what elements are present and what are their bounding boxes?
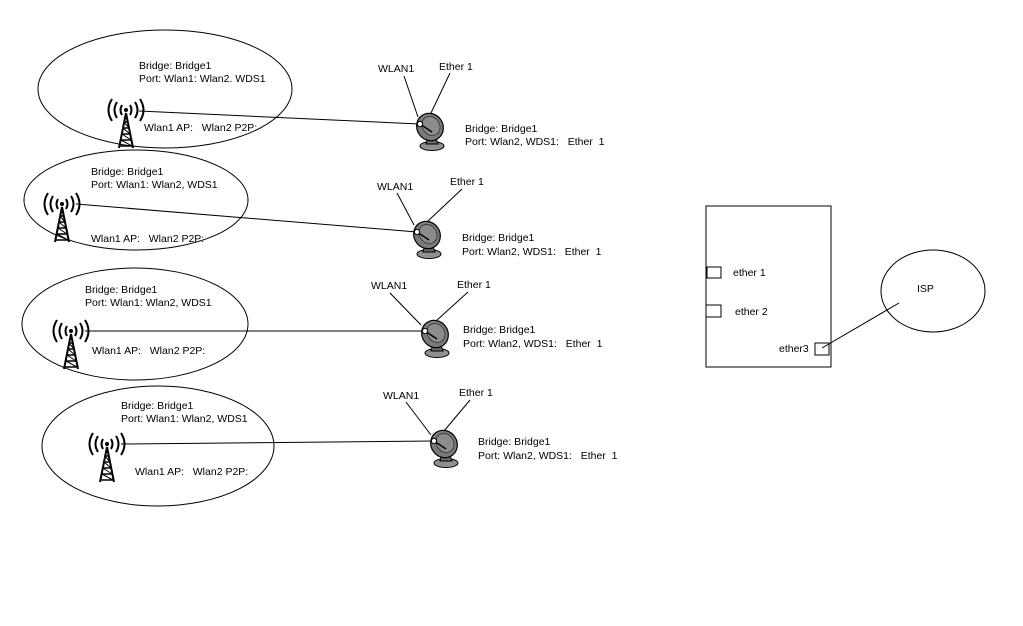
isp-uplink bbox=[821, 302, 900, 349]
client-4-ports-label: Port: Wlan2, WDS1: Ether 1 bbox=[478, 450, 618, 462]
wireless-link-2 bbox=[75, 203, 418, 233]
ap-site-4-boundary bbox=[41, 385, 275, 507]
router-port-ether1-label: ether 1 bbox=[733, 267, 766, 279]
ap-site-1-modes-label: Wlan1 AP: Wlan2 P2P: bbox=[144, 122, 257, 134]
ap-site-3: Bridge: Bridge1 Port: Wlan1: Wlan2, WDS1… bbox=[21, 267, 249, 381]
satellite-dish-icon bbox=[415, 314, 455, 359]
client-3-bridge-label: Bridge: Bridge1 bbox=[463, 324, 536, 336]
client-1-wlan-label: WLAN1 bbox=[378, 63, 414, 75]
antenna-tower-icon bbox=[88, 432, 126, 483]
antenna-tower-icon bbox=[107, 98, 145, 149]
ap-site-1: Bridge: Bridge1 Port: Wlan1: Wlan2. WDS1… bbox=[37, 29, 293, 149]
ap-site-4: Bridge: Bridge1 Port: Wlan1: Wlan2, WDS1… bbox=[41, 385, 275, 507]
router-port-ether2-label: ether 2 bbox=[735, 306, 768, 318]
client-4: WLAN1 Ether 1 Bridge: Bridge1 Port: Wlan… bbox=[383, 387, 618, 469]
ap-site-2: Bridge: Bridge1 Port: Wlan1: Wlan2, WDS1… bbox=[23, 149, 249, 251]
satellite-dish-icon bbox=[407, 215, 447, 260]
client-1-ether-label: Ether 1 bbox=[439, 61, 473, 73]
antenna-tower-icon bbox=[52, 319, 90, 370]
router-port-ether3-label: ether3 bbox=[779, 343, 809, 355]
client-1-ether-pointer bbox=[430, 72, 451, 114]
client-3-wlan-pointer bbox=[389, 292, 422, 326]
router-port-ether3 bbox=[814, 342, 830, 356]
ap-site-3-bridge-label: Bridge: Bridge1 bbox=[85, 284, 158, 296]
router-box bbox=[705, 205, 832, 368]
ap-site-4-ports-label: Port: Wlan1: Wlan2, WDS1 bbox=[121, 413, 248, 425]
client-4-wlan-label: WLAN1 bbox=[383, 390, 419, 402]
client-4-ether-pointer bbox=[443, 399, 471, 432]
client-1-wlan-pointer bbox=[403, 75, 419, 118]
wireless-link-4 bbox=[120, 440, 435, 445]
client-1-bridge-label: Bridge: Bridge1 bbox=[465, 123, 538, 135]
ap-site-3-ports-label: Port: Wlan1: Wlan2, WDS1 bbox=[85, 297, 212, 309]
client-1-ports-label: Port: Wlan2, WDS1: Ether 1 bbox=[465, 136, 605, 148]
ap-site-2-bridge-label: Bridge: Bridge1 bbox=[91, 166, 164, 178]
router-port-ether1 bbox=[706, 266, 722, 279]
client-2-ether-pointer bbox=[427, 188, 463, 222]
ap-site-4-modes-label: Wlan1 AP: Wlan2 P2P: bbox=[135, 466, 248, 478]
ap-site-2-modes-label: Wlan1 AP: Wlan2 P2P: bbox=[91, 233, 204, 245]
ap-site-2-boundary bbox=[23, 149, 249, 251]
client-2-ports-label: Port: Wlan2, WDS1: Ether 1 bbox=[462, 246, 602, 258]
satellite-dish-icon bbox=[424, 424, 464, 469]
ap-site-3-modes-label: Wlan1 AP: Wlan2 P2P: bbox=[92, 345, 205, 357]
router-port-ether2 bbox=[705, 304, 722, 318]
client-3: WLAN1 Ether 1 Bridge: Bridge1 Port: Wlan… bbox=[371, 279, 603, 359]
ap-site-2-ports-label: Port: Wlan1: Wlan2, WDS1 bbox=[91, 179, 218, 191]
client-3-ether-pointer bbox=[435, 291, 469, 322]
client-2-ether-label: Ether 1 bbox=[450, 176, 484, 188]
client-3-wlan-label: WLAN1 bbox=[371, 280, 407, 292]
client-1: WLAN1 Ether 1 Bridge: Bridge1 Port: Wlan… bbox=[378, 61, 605, 152]
ap-site-3-boundary bbox=[21, 267, 249, 381]
client-4-bridge-label: Bridge: Bridge1 bbox=[478, 436, 551, 448]
client-4-ether-label: Ether 1 bbox=[459, 387, 493, 399]
wireless-link-1 bbox=[138, 110, 421, 125]
isp-cloud bbox=[880, 249, 986, 333]
ap-site-1-ports-label: Port: Wlan1: Wlan2. WDS1 bbox=[139, 73, 266, 85]
ap-site-4-bridge-label: Bridge: Bridge1 bbox=[121, 400, 194, 412]
client-2: WLAN1 Ether 1 Bridge: Bridge1 Port: Wlan… bbox=[377, 176, 602, 260]
ap-site-1-boundary bbox=[37, 29, 293, 149]
client-4-wlan-pointer bbox=[405, 401, 432, 436]
isp-label: ISP bbox=[917, 283, 934, 295]
router: ether 1 ether 2 ether3 bbox=[705, 205, 832, 368]
client-2-bridge-label: Bridge: Bridge1 bbox=[462, 232, 535, 244]
client-2-wlan-label: WLAN1 bbox=[377, 181, 413, 193]
ap-site-1-bridge-label: Bridge: Bridge1 bbox=[139, 60, 212, 72]
isp: ISP bbox=[821, 249, 986, 349]
client-3-ether-label: Ether 1 bbox=[457, 279, 491, 291]
client-3-ports-label: Port: Wlan2, WDS1: Ether 1 bbox=[463, 338, 603, 350]
client-2-wlan-pointer bbox=[396, 192, 415, 226]
antenna-tower-icon bbox=[43, 192, 81, 243]
